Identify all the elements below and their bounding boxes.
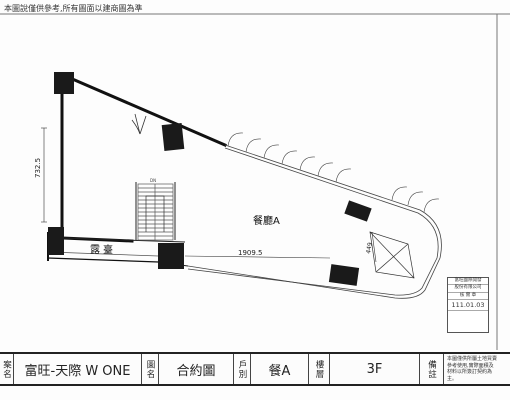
window-sash-arc (299, 156, 316, 171)
window-sash-arc (245, 138, 262, 153)
column-nw (54, 72, 74, 94)
unit-label-cell: 戶別 (234, 354, 251, 384)
floor-label-cell: 樓層 (309, 354, 330, 384)
window-sash-arc (281, 150, 298, 165)
project-label: 案名 (1, 359, 12, 379)
room-label-terrace: 露臺 (90, 243, 116, 256)
stair-tag: DN (150, 178, 156, 183)
floor-label: 樓層 (314, 359, 324, 379)
note-cell: 本圖僅供所屬土地買賣參考使用,實際面積及材料以所簽訂契約為主。 (444, 354, 500, 384)
floor-plan: DN (0, 13, 510, 350)
structural-columns (48, 72, 372, 286)
window-sash-arc (263, 144, 280, 159)
drawing-label-cell: 圖名 (142, 354, 159, 384)
dimension-lines (41, 127, 377, 263)
stamp-line-2: 股份有限公司 (448, 285, 488, 293)
column-east (344, 200, 372, 222)
column-south (328, 264, 360, 286)
note-label: 備註 (426, 359, 437, 379)
window-sash-arc (423, 198, 440, 213)
unit-name: 餐A (268, 363, 291, 379)
unit-label: 戶別 (237, 359, 247, 379)
project-name-cell: 富旺-天際 W ONE (14, 354, 142, 384)
window-sash-arc (317, 162, 334, 177)
stamp-line-1: 富旺國際開發 (448, 278, 488, 286)
window-sash-arc (335, 168, 352, 183)
drawing-label: 圖名 (145, 359, 155, 379)
dimension-vertical: 732.5 (34, 158, 42, 178)
column-mid-top (161, 123, 185, 151)
staircase (137, 183, 174, 241)
window-sash-arc (227, 132, 244, 147)
service-shaft (369, 231, 415, 279)
column-sw (48, 227, 64, 255)
note-text: 本圖僅供所屬土地買賣參考使用,實際面積及材料以所簽訂契約為主。 (447, 356, 498, 382)
curtain-wall (187, 144, 442, 299)
dimension-diagonal: 449 (365, 242, 374, 255)
dimension-horizontal: 1909.5 (238, 249, 263, 257)
project-name: 富旺-天際 W ONE (24, 363, 131, 379)
disclaimer-text: 本圖說僅供參考,所有圖面以建商圖為準 (4, 4, 143, 13)
floor-name: 3F (366, 361, 383, 377)
project-label-cell: 案名 (0, 354, 14, 384)
window-sashes (227, 132, 440, 213)
room-label-restaurant: 餐廳A (253, 214, 280, 227)
company-stamp: 富旺國際開發 股份有限公司 核 實 章 111.01.03 (447, 277, 489, 333)
drawing-name-cell: 合約圖 (159, 354, 234, 384)
drawing-name: 合約圖 (176, 363, 216, 379)
column-terrace (158, 243, 184, 269)
window-sash-arc (407, 191, 424, 206)
note-label-cell: 備註 (420, 354, 444, 384)
stamp-date: 111.01.03 (448, 300, 488, 311)
floor-name-cell: 3F (330, 354, 420, 384)
unit-name-cell: 餐A (251, 354, 309, 384)
stamp-line-3: 核 實 章 (448, 293, 488, 300)
title-block: 案名 富旺-天際 W ONE 圖名 合約圖 戶別 餐A 樓層 3F 備註 本圖僅… (0, 352, 510, 386)
door-swing (131, 113, 147, 135)
window-sash-arc (391, 186, 408, 201)
